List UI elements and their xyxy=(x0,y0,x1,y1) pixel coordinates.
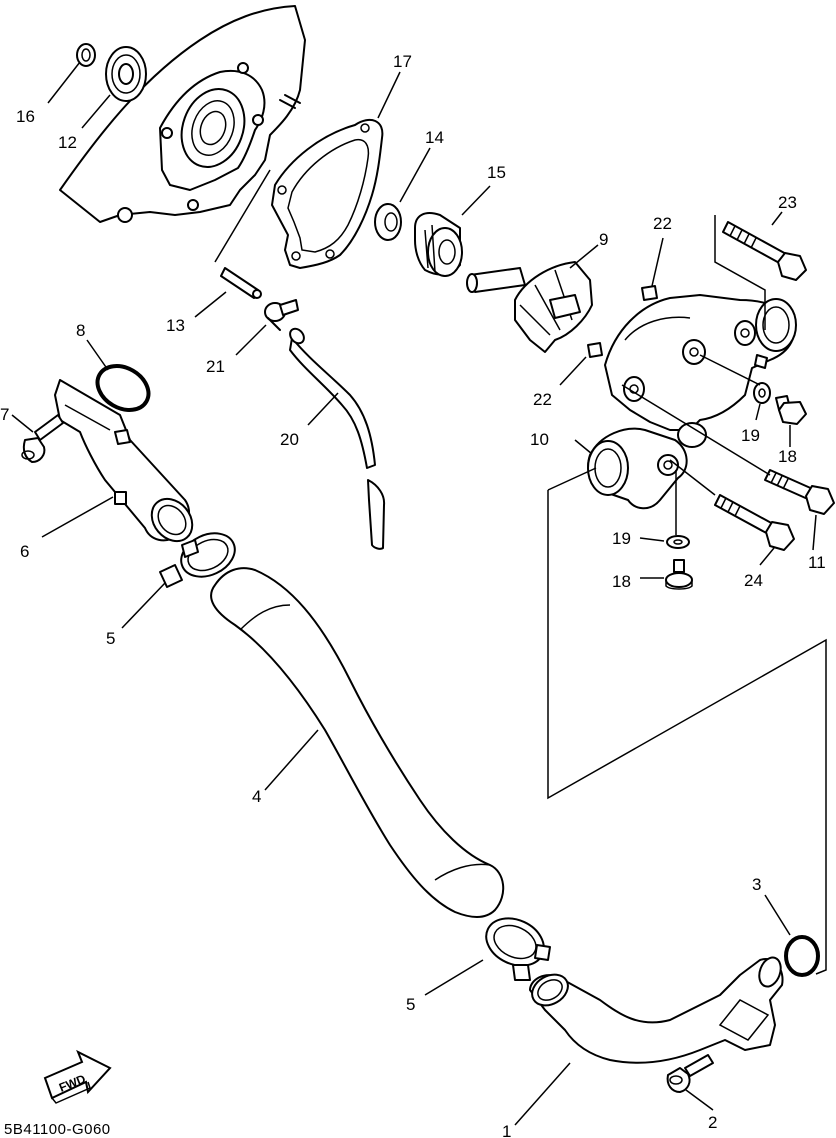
callout-7: 7 xyxy=(0,405,9,424)
callout-18-upper: 18 xyxy=(778,447,797,466)
leader-lines xyxy=(11,61,817,1126)
callout-10: 10 xyxy=(530,430,549,449)
callout-21: 21 xyxy=(206,357,225,376)
pipe-6 xyxy=(54,379,194,543)
pump-housing xyxy=(604,294,797,448)
callout-5-lower: 5 xyxy=(406,995,415,1014)
callout-9: 9 xyxy=(599,230,608,249)
callout-19-lower: 19 xyxy=(612,529,631,548)
breather-hose-20 xyxy=(289,327,386,550)
callout-8: 8 xyxy=(76,321,85,340)
callout-16: 16 xyxy=(16,107,35,126)
o-ring-3 xyxy=(784,935,820,977)
dowel-pin-22-upper xyxy=(641,285,658,301)
gasket-17 xyxy=(271,118,384,269)
callout-labels: 16 12 17 14 15 9 22 23 22 10 19 18 11 19… xyxy=(0,52,826,1138)
elbow-outlet-10 xyxy=(587,427,688,510)
circlip-16 xyxy=(76,43,96,67)
callout-19-upper: 19 xyxy=(741,426,760,445)
callout-6: 6 xyxy=(20,542,29,561)
pin-13 xyxy=(220,267,262,299)
impeller-9 xyxy=(466,261,593,353)
callout-5-upper: 5 xyxy=(106,629,115,648)
callout-14: 14 xyxy=(425,128,444,147)
callout-23: 23 xyxy=(778,193,797,212)
hose-clamp-5-lower xyxy=(485,917,551,981)
bolt-23 xyxy=(722,221,807,281)
callout-22-upper: 22 xyxy=(653,214,672,233)
o-ring-8 xyxy=(95,364,151,412)
callout-12: 12 xyxy=(58,133,77,152)
callout-11: 11 xyxy=(808,553,826,572)
diagram-code: 5B41100-G060 xyxy=(4,1121,111,1138)
bolt-18-upper xyxy=(775,395,807,425)
mechanical-seal-15 xyxy=(414,212,463,277)
bearing-12 xyxy=(105,46,147,102)
washer-19-lower xyxy=(666,535,690,549)
hose-clamp-5-upper xyxy=(159,532,236,588)
hose-clip-21 xyxy=(264,299,299,331)
callout-20: 20 xyxy=(280,430,299,449)
bolt-24 xyxy=(714,494,795,551)
callout-22-lower: 22 xyxy=(533,390,552,409)
bolt-7 xyxy=(21,414,64,463)
crankcase-cover xyxy=(59,5,306,223)
fwd-arrow-icon: FWD xyxy=(43,1049,112,1104)
pipe-1 xyxy=(529,956,784,1064)
callout-2: 2 xyxy=(708,1113,717,1132)
callout-18-lower: 18 xyxy=(612,572,631,591)
callout-17: 17 xyxy=(393,52,412,71)
bolt-18-lower xyxy=(665,559,693,590)
radiator-hose-4 xyxy=(210,567,505,918)
callout-13: 13 xyxy=(166,316,185,335)
bolt-11 xyxy=(764,469,835,515)
bolt-2 xyxy=(666,1054,714,1093)
callout-4: 4 xyxy=(252,787,261,806)
washer-19-upper xyxy=(753,382,771,404)
callout-1: 1 xyxy=(502,1122,511,1138)
oil-seal-14 xyxy=(374,203,402,241)
callout-24: 24 xyxy=(744,571,763,590)
reference-lines xyxy=(214,169,827,975)
dowel-pin-22-lower xyxy=(587,342,603,358)
callout-15: 15 xyxy=(487,163,506,182)
callout-3: 3 xyxy=(752,875,761,894)
